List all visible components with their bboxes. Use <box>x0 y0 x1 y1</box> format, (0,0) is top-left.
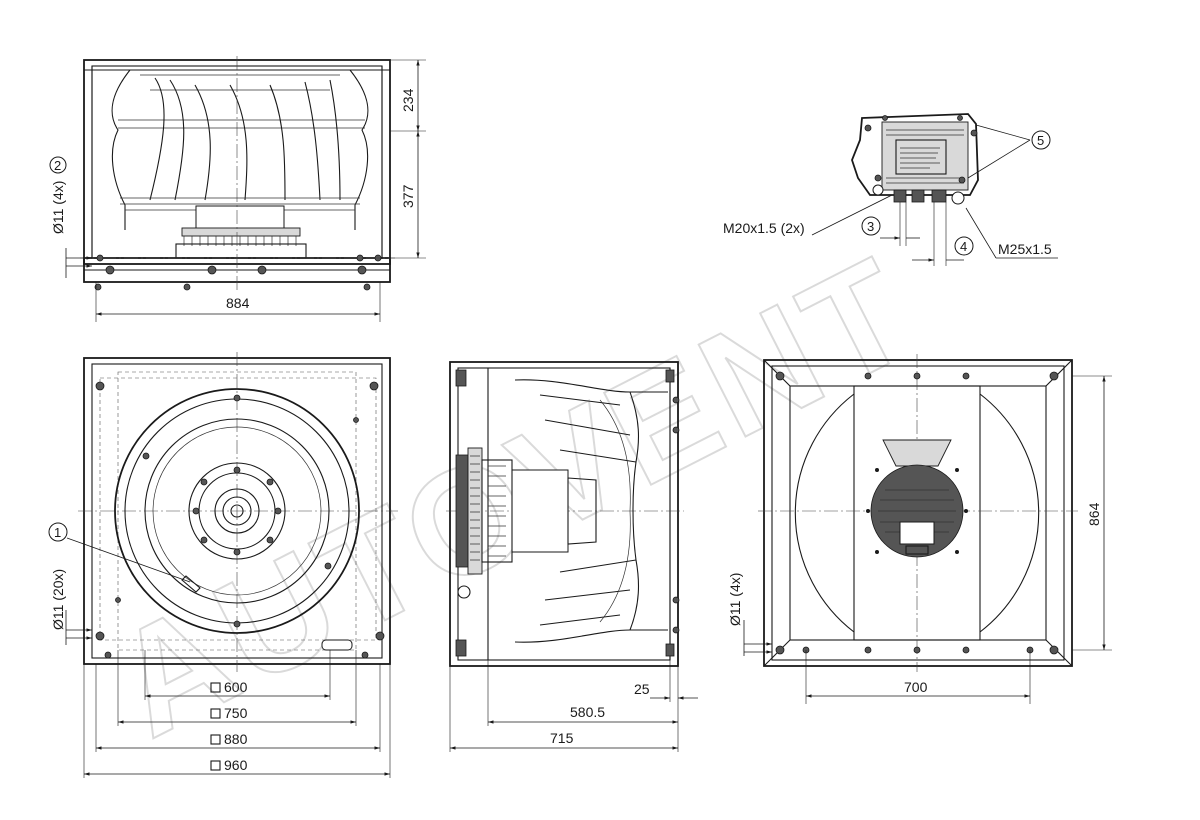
callout-2: 2 <box>54 158 61 173</box>
side-view <box>446 361 684 667</box>
dim-580-5: 580.5 <box>570 704 605 720</box>
dim-234: 234 <box>400 88 416 112</box>
callout-5: 5 <box>1037 133 1044 148</box>
dim-715: 715 <box>550 730 574 746</box>
dim-884: 884 <box>226 295 250 311</box>
hole-label-front: Ø11 (20x) <box>50 569 66 630</box>
dim-864: 864 <box>1086 502 1102 526</box>
dim-960: 960 <box>224 757 248 773</box>
front-view-dimensions: 600 750 880 960 <box>83 650 391 778</box>
top-view-dimensions: 234 377 884 Ø11 (4x) 2 <box>49 59 426 322</box>
callout-1: 1 <box>54 525 61 540</box>
dim-750: 750 <box>224 705 248 721</box>
rear-view-dimensions: 864 700 Ø11 (4x) <box>727 375 1112 704</box>
hole-label-rear: Ø11 (4x) <box>727 573 743 626</box>
gland-m25-label: M25x1.5 <box>998 241 1052 257</box>
top-view <box>80 56 395 291</box>
side-view-dimensions: 25 580.5 715 <box>449 660 698 752</box>
callout-4: 4 <box>960 239 967 254</box>
dim-600: 600 <box>224 679 248 695</box>
connection-box-view: 5 M20x1.5 (2x) 3 4 M25x1.5 <box>723 113 1058 266</box>
callout-3: 3 <box>867 219 874 234</box>
dim-880: 880 <box>224 731 248 747</box>
dim-377: 377 <box>400 184 416 208</box>
rear-view <box>758 354 1078 672</box>
hole-label-top: Ø11 (4x) <box>50 181 66 234</box>
front-view: 1 Ø11 (20x) <box>48 352 398 672</box>
dim-25: 25 <box>634 681 650 697</box>
gland-m20-label: M20x1.5 (2x) <box>723 220 805 236</box>
dim-700: 700 <box>904 679 928 695</box>
